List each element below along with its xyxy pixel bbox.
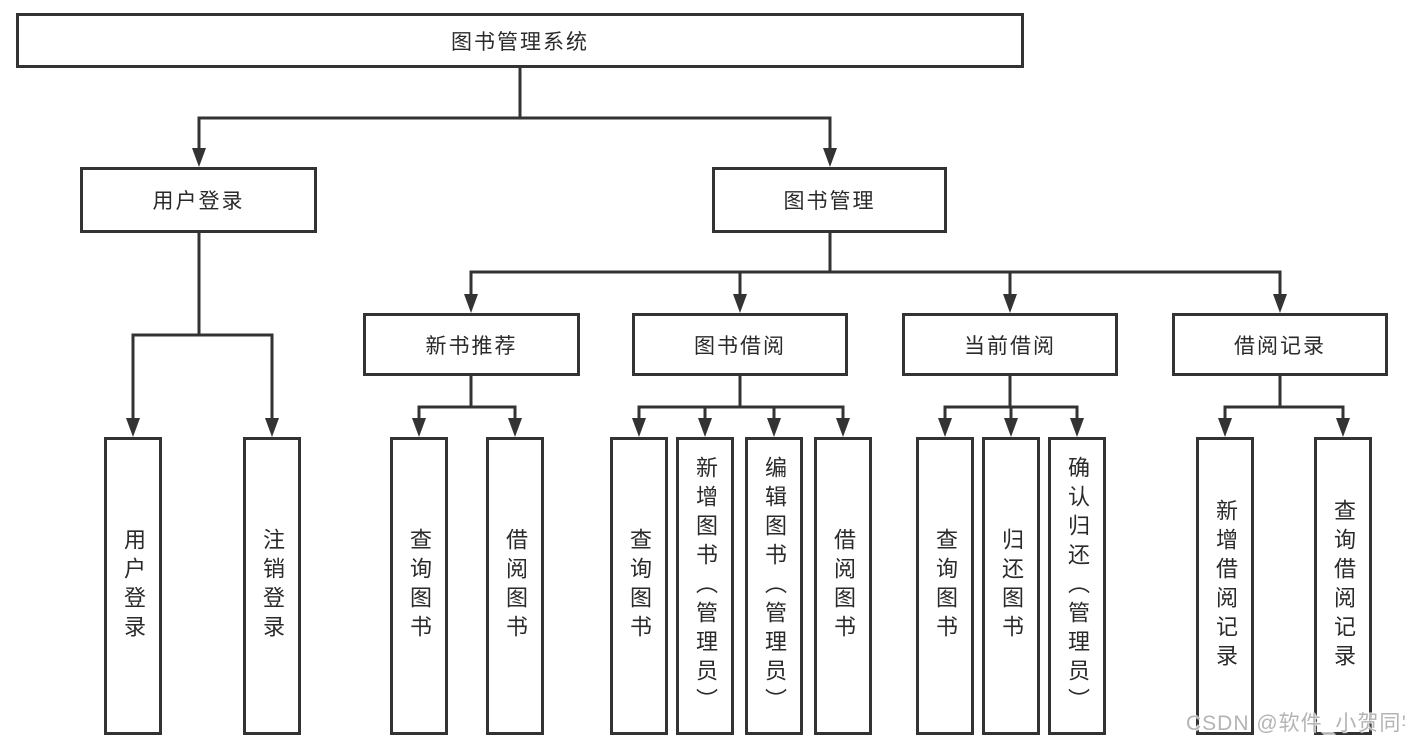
- leaf-label: 注销登录: [260, 528, 285, 644]
- leaf-label: 查询借阅记录: [1331, 499, 1356, 673]
- leaf-query-books-borrow: 查询图书: [610, 437, 668, 735]
- leaf-label: 用户登录: [121, 528, 146, 644]
- leaf-logout: 注销登录: [243, 437, 301, 735]
- leaf-label: 归还图书: [999, 528, 1024, 644]
- node-label: 借阅记录: [1234, 334, 1326, 358]
- leaf-label: 借阅图书: [831, 528, 856, 644]
- node-label: 用户登录: [152, 190, 245, 213]
- node-label: 当前借阅: [964, 334, 1056, 358]
- leaf-label: 查询图书: [933, 528, 958, 644]
- node-user-login: 用户登录: [80, 167, 317, 233]
- leaf-label: 新增图书（管理员）: [693, 455, 718, 717]
- leaf-add-borrow-record: 新增借阅记录: [1196, 437, 1254, 735]
- leaf-edit-book-admin: 编辑图书（管理员）: [745, 437, 803, 735]
- leaf-label: 编辑图书（管理员）: [762, 455, 787, 717]
- node-library-management-system: 图书管理系统: [16, 13, 1024, 68]
- leaf-borrow-books-borrow: 借阅图书: [814, 437, 872, 735]
- node-current-borrow: 当前借阅: [902, 313, 1118, 376]
- leaf-return-book: 归还图书: [982, 437, 1040, 735]
- leaf-label: 确认归还（管理员）: [1065, 455, 1090, 717]
- leaf-query-books-recommend: 查询图书: [390, 437, 448, 735]
- leaf-label: 借阅图书: [503, 528, 528, 644]
- node-new-book-recommend: 新书推荐: [363, 313, 580, 376]
- leaf-add-book-admin: 新增图书（管理员）: [676, 437, 734, 735]
- node-label: 图书管理: [783, 190, 876, 213]
- leaf-label: 查询图书: [627, 528, 652, 644]
- node-label: 图书借阅: [694, 334, 786, 358]
- watermark: CSDN @软件_小贺同学: [1186, 712, 1405, 735]
- leaf-user-login: 用户登录: [104, 437, 162, 735]
- node-book-borrow: 图书借阅: [632, 313, 848, 376]
- leaf-confirm-return-admin: 确认归还（管理员）: [1048, 437, 1106, 735]
- leaf-borrow-books-recommend: 借阅图书: [486, 437, 544, 735]
- node-label: 新书推荐: [425, 334, 518, 358]
- node-book-management: 图书管理: [712, 167, 947, 233]
- leaf-label: 新增借阅记录: [1213, 499, 1238, 673]
- node-borrow-records: 借阅记录: [1172, 313, 1388, 376]
- leaf-query-books-current: 查询图书: [916, 437, 974, 735]
- leaf-label: 查询图书: [407, 528, 432, 644]
- leaf-query-borrow-record: 查询借阅记录: [1314, 437, 1372, 735]
- node-label: 图书管理系统: [451, 30, 589, 54]
